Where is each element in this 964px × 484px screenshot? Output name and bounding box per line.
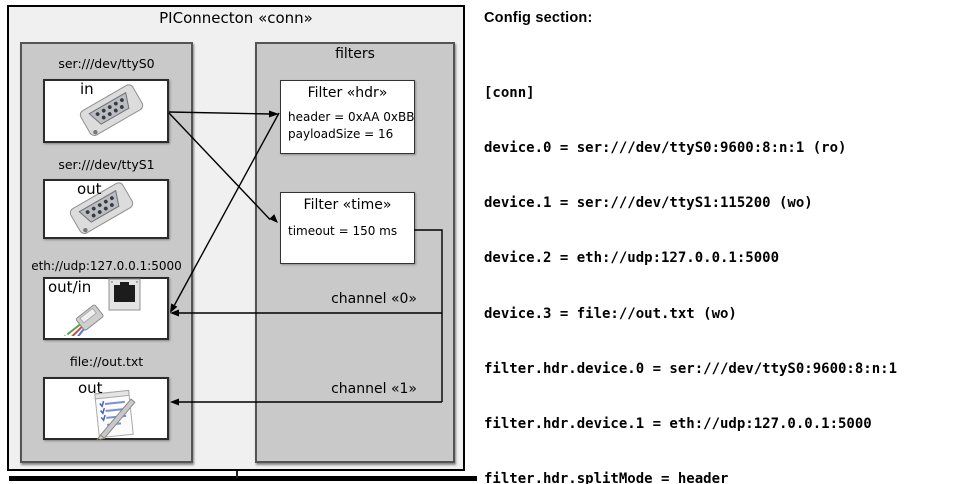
device-label-ttys1: ser:///dev/ttyS1 bbox=[58, 157, 155, 172]
filter-hdr-title: Filter «hdr» bbox=[307, 85, 388, 101]
config-heading: Config section: bbox=[484, 10, 593, 26]
channel-0-label: channel «0» bbox=[331, 291, 417, 307]
filter-hdr-box: Filter «hdr» header = 0xAA 0xBB payloadS… bbox=[280, 80, 415, 154]
device-label-ttys0: ser:///dev/ttyS0 bbox=[58, 56, 155, 71]
notepad-file-icon bbox=[94, 389, 136, 441]
config-line: filter.hdr.splitMode = header bbox=[484, 471, 729, 484]
ethernet-connector-icon bbox=[59, 278, 141, 336]
diagram-title: PIConnecton «conn» bbox=[159, 9, 313, 27]
config-line: [conn] bbox=[484, 84, 535, 101]
filter-time-title: Filter «time» bbox=[303, 197, 392, 213]
filter-time-param-timeout: timeout = 150 ms bbox=[288, 224, 398, 238]
device-mode-fileout: out bbox=[78, 379, 103, 397]
device-box-eth bbox=[43, 277, 169, 340]
config-line: device.0 = ser:///dev/ttyS0:9600:8:n:1 (… bbox=[484, 140, 847, 157]
channel-1-label: channel «1» bbox=[331, 381, 417, 397]
device-mode-out: out bbox=[77, 180, 102, 198]
filter-hdr-param-header: header = 0xAA 0xBB bbox=[288, 110, 415, 124]
filters-panel-title: filters bbox=[335, 46, 375, 62]
config-line: device.1 = ser:///dev/ttyS1:115200 (wo) bbox=[484, 195, 813, 212]
serial-connector-icon bbox=[79, 84, 144, 136]
config-line: device.2 = eth://udp:127.0.0.1:5000 bbox=[484, 250, 780, 267]
filter-time-box: Filter «time» timeout = 150 ms bbox=[280, 192, 415, 264]
config-section: [conn] device.0 = ser:///dev/ttyS0:9600:… bbox=[484, 47, 905, 484]
filter-hdr-param-payloadsize: payloadSize = 16 bbox=[288, 127, 394, 141]
device-mode-in: in bbox=[80, 80, 94, 98]
device-mode-outin: out/in bbox=[48, 278, 92, 296]
bottom-tick bbox=[236, 471, 238, 478]
device-label-file: file://out.txt bbox=[69, 354, 144, 369]
config-line: filter.hdr.device.0 = ser:///dev/ttyS0:9… bbox=[484, 360, 898, 377]
config-line: filter.hdr.device.1 = eth://udp:127.0.0.… bbox=[484, 416, 872, 433]
device-label-eth: eth://udp:127.0.0.1:5000 bbox=[31, 259, 182, 273]
outer-box-shadow bbox=[9, 476, 477, 481]
serial-connector-icon bbox=[69, 182, 134, 234]
config-line: device.3 = file://out.txt (wo) bbox=[484, 305, 737, 322]
